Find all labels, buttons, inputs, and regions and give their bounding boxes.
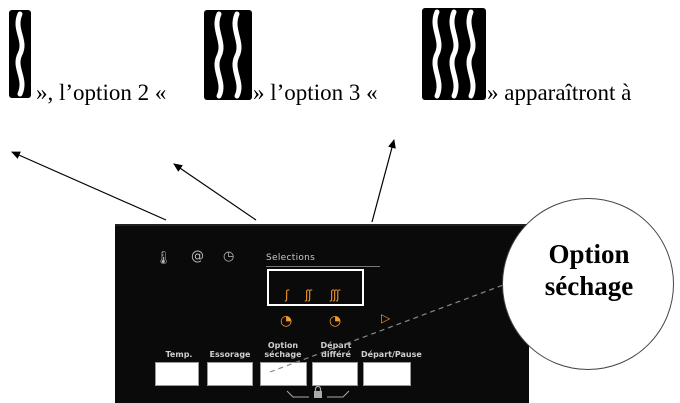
delay-start-button[interactable] [312, 362, 358, 386]
sentence-part-3: » apparaîtront à [487, 80, 632, 105]
arrow-to-option-3 [371, 139, 396, 223]
drying-level-1-icon: ʃ [285, 288, 289, 302]
delay-start-button-label: Départ différé [320, 341, 352, 359]
start-pause-button-label: Départ/Pause [361, 350, 422, 359]
clock-icon: ◷ [223, 249, 235, 264]
temp-button-label: Temp. [165, 350, 193, 359]
control-panel: 🌡 @ ◷ Selections ʃ ʃʃ ʃʃʃ ◔ ◔ ▷ Temp. Es… [115, 224, 529, 403]
spin-button[interactable] [207, 362, 253, 386]
sentence-part-1: », l’option 2 « [36, 80, 167, 105]
callout-line-2: séchage [544, 271, 634, 301]
spin-icon: @ [191, 249, 204, 264]
drying-option-callout: Option séchage [502, 198, 674, 370]
thermometer-icon: 🌡 [155, 251, 172, 266]
delay-timer-icon-2: ◔ [329, 313, 342, 329]
selections-divider [266, 266, 380, 267]
drying-selection-box [267, 269, 364, 306]
drying-option-button[interactable] [260, 362, 307, 386]
drying-wave-3-icon [422, 8, 486, 100]
sentence-part-2: » l’option 3 « [253, 80, 378, 105]
drying-level-2-icon: ʃʃ [305, 288, 312, 302]
arrow-to-option-2 [173, 163, 257, 221]
selections-label: Selections [266, 253, 316, 263]
drying-wave-2-icon [204, 10, 252, 100]
callout-line-1: Option [548, 239, 630, 269]
start-pause-button[interactable] [363, 362, 411, 386]
drying-wave-1-icon [9, 10, 31, 98]
child-lock-icon [286, 386, 350, 398]
drying-option-button-label: Option séchage [264, 341, 302, 359]
arrow-to-option-1 [11, 151, 167, 221]
play-pause-icon: ▷ [381, 311, 391, 325]
spin-button-label: Essorage [209, 350, 251, 359]
temp-button[interactable] [155, 362, 199, 386]
delay-timer-icon-1: ◔ [280, 313, 293, 329]
drying-level-3-icon: ʃʃʃ [330, 288, 340, 302]
